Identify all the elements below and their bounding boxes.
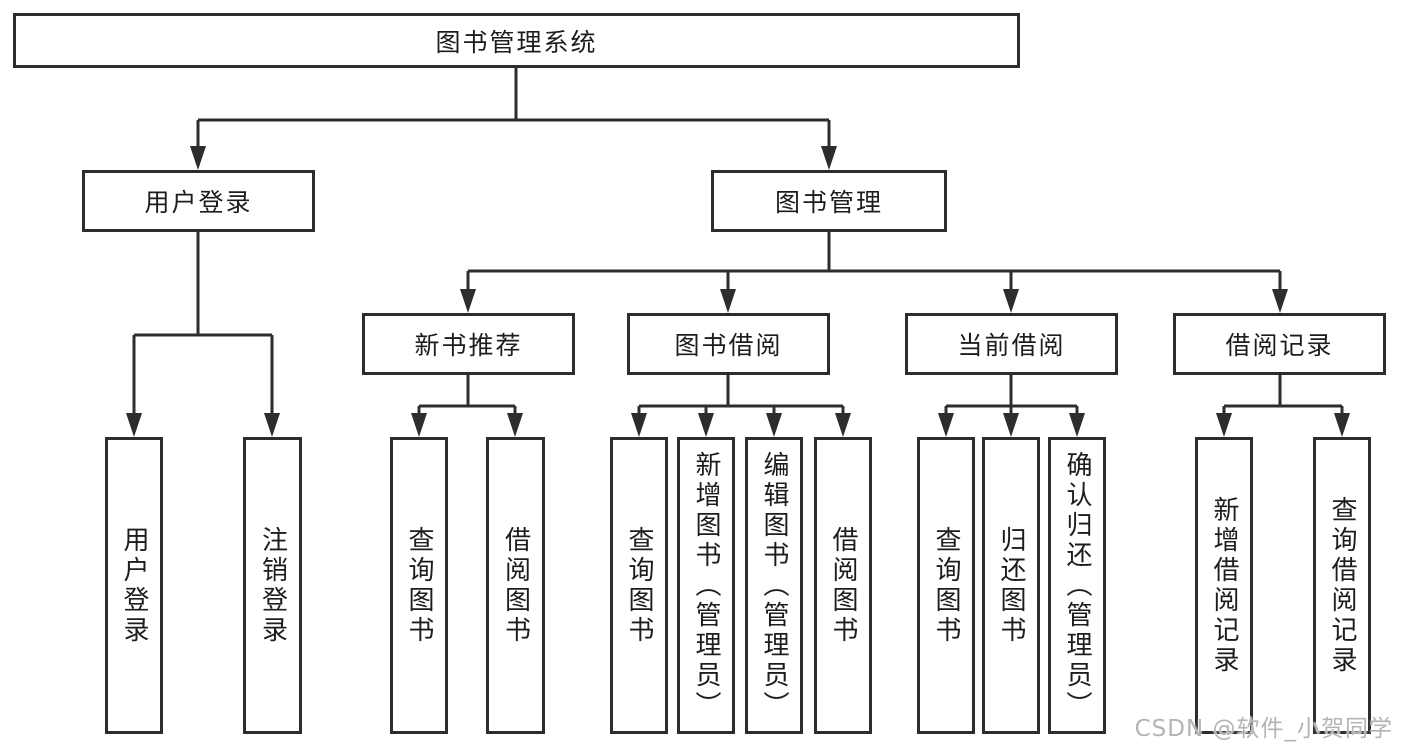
connector-root-to-level2 [196,68,831,152]
leaf-return-book: 归还图书 [982,437,1040,734]
node-label: 当前借阅 [957,331,1066,360]
node-borrow-record: 借阅记录 [1173,313,1386,375]
arrow-icon [698,413,714,437]
node-label: 编辑图书（管理员） [759,450,789,721]
watermark: CSDN @软件_小贺同学 [1134,716,1393,742]
connector-user-login-to-leaves [132,232,274,419]
leaf-confirm-return-admin: 确认归还（管理员） [1048,437,1106,734]
leaf-query-book-current: 查询图书 [917,437,975,734]
node-label: 归还图书 [996,525,1026,646]
leaf-add-borrow-record: 新增借阅记录 [1195,437,1253,734]
leaf-logout: 注销登录 [243,437,302,734]
connector-borrow-record-to-leaves [1222,375,1344,419]
node-label: 借阅图书 [828,525,858,646]
node-label: 图书管理系统 [435,27,598,57]
connector-new-book-to-leaves [417,375,517,419]
node-label: 注销登录 [257,525,288,646]
leaf-query-book-borrow: 查询图书 [610,437,668,734]
node-book-borrow: 图书借阅 [627,313,830,375]
arrow-icon [507,413,523,437]
node-current-borrow: 当前借阅 [905,313,1118,375]
node-label: 图书借阅 [674,331,783,360]
leaf-edit-book-admin: 编辑图书（管理员） [745,437,803,734]
node-library-management-system: 图书管理系统 [13,13,1020,68]
arrow-icon [460,289,476,313]
leaf-query-borrow-record: 查询借阅记录 [1313,437,1371,734]
connector-book-borrow-to-leaves [637,375,845,419]
node-label: 查询借阅记录 [1327,495,1357,676]
node-label: 查询图书 [624,525,654,646]
node-book-management: 图书管理 [711,170,947,232]
node-label: 新增借阅记录 [1209,495,1239,676]
arrow-icon [1272,289,1288,313]
arrow-icon [190,146,206,170]
node-label: 确认归还（管理员） [1062,450,1092,721]
connector-book-mgmt-to-level3 [466,232,1282,295]
node-label: 用户登录 [144,188,253,217]
arrow-icon [766,413,782,437]
node-label: 用户登录 [119,525,149,646]
node-label: 图书管理 [774,188,883,217]
arrowheads [126,146,1350,437]
arrow-icon [1003,413,1019,437]
arrow-icon [411,413,427,437]
node-label: 查询图书 [931,525,961,646]
leaf-borrow-book: 借阅图书 [814,437,872,734]
arrow-icon [1069,413,1085,437]
arrow-icon [126,413,142,437]
arrow-icon [1216,413,1232,437]
node-label: 新书推荐 [414,331,523,360]
connector-current-borrow-to-leaves [944,375,1079,419]
arrow-icon [1334,413,1350,437]
node-user-login: 用户登录 [82,170,315,232]
node-label: 借阅记录 [1225,331,1334,360]
node-label: 借阅图书 [500,525,531,646]
arrow-icon [1003,289,1019,313]
arrow-icon [938,413,954,437]
node-label: 查询图书 [404,525,434,646]
leaf-query-book-recommend: 查询图书 [390,437,448,734]
arrow-icon [821,146,837,170]
leaf-user-login: 用户登录 [105,437,163,734]
node-label: 新增图书（管理员） [691,450,721,721]
arrow-icon [264,413,280,437]
arrow-icon [720,289,736,313]
leaf-borrow-book-recommend: 借阅图书 [486,437,545,734]
leaf-add-book-admin: 新增图书（管理员） [677,437,735,734]
node-new-book-recommend: 新书推荐 [362,313,575,375]
arrow-icon [631,413,647,437]
arrow-icon [835,413,851,437]
